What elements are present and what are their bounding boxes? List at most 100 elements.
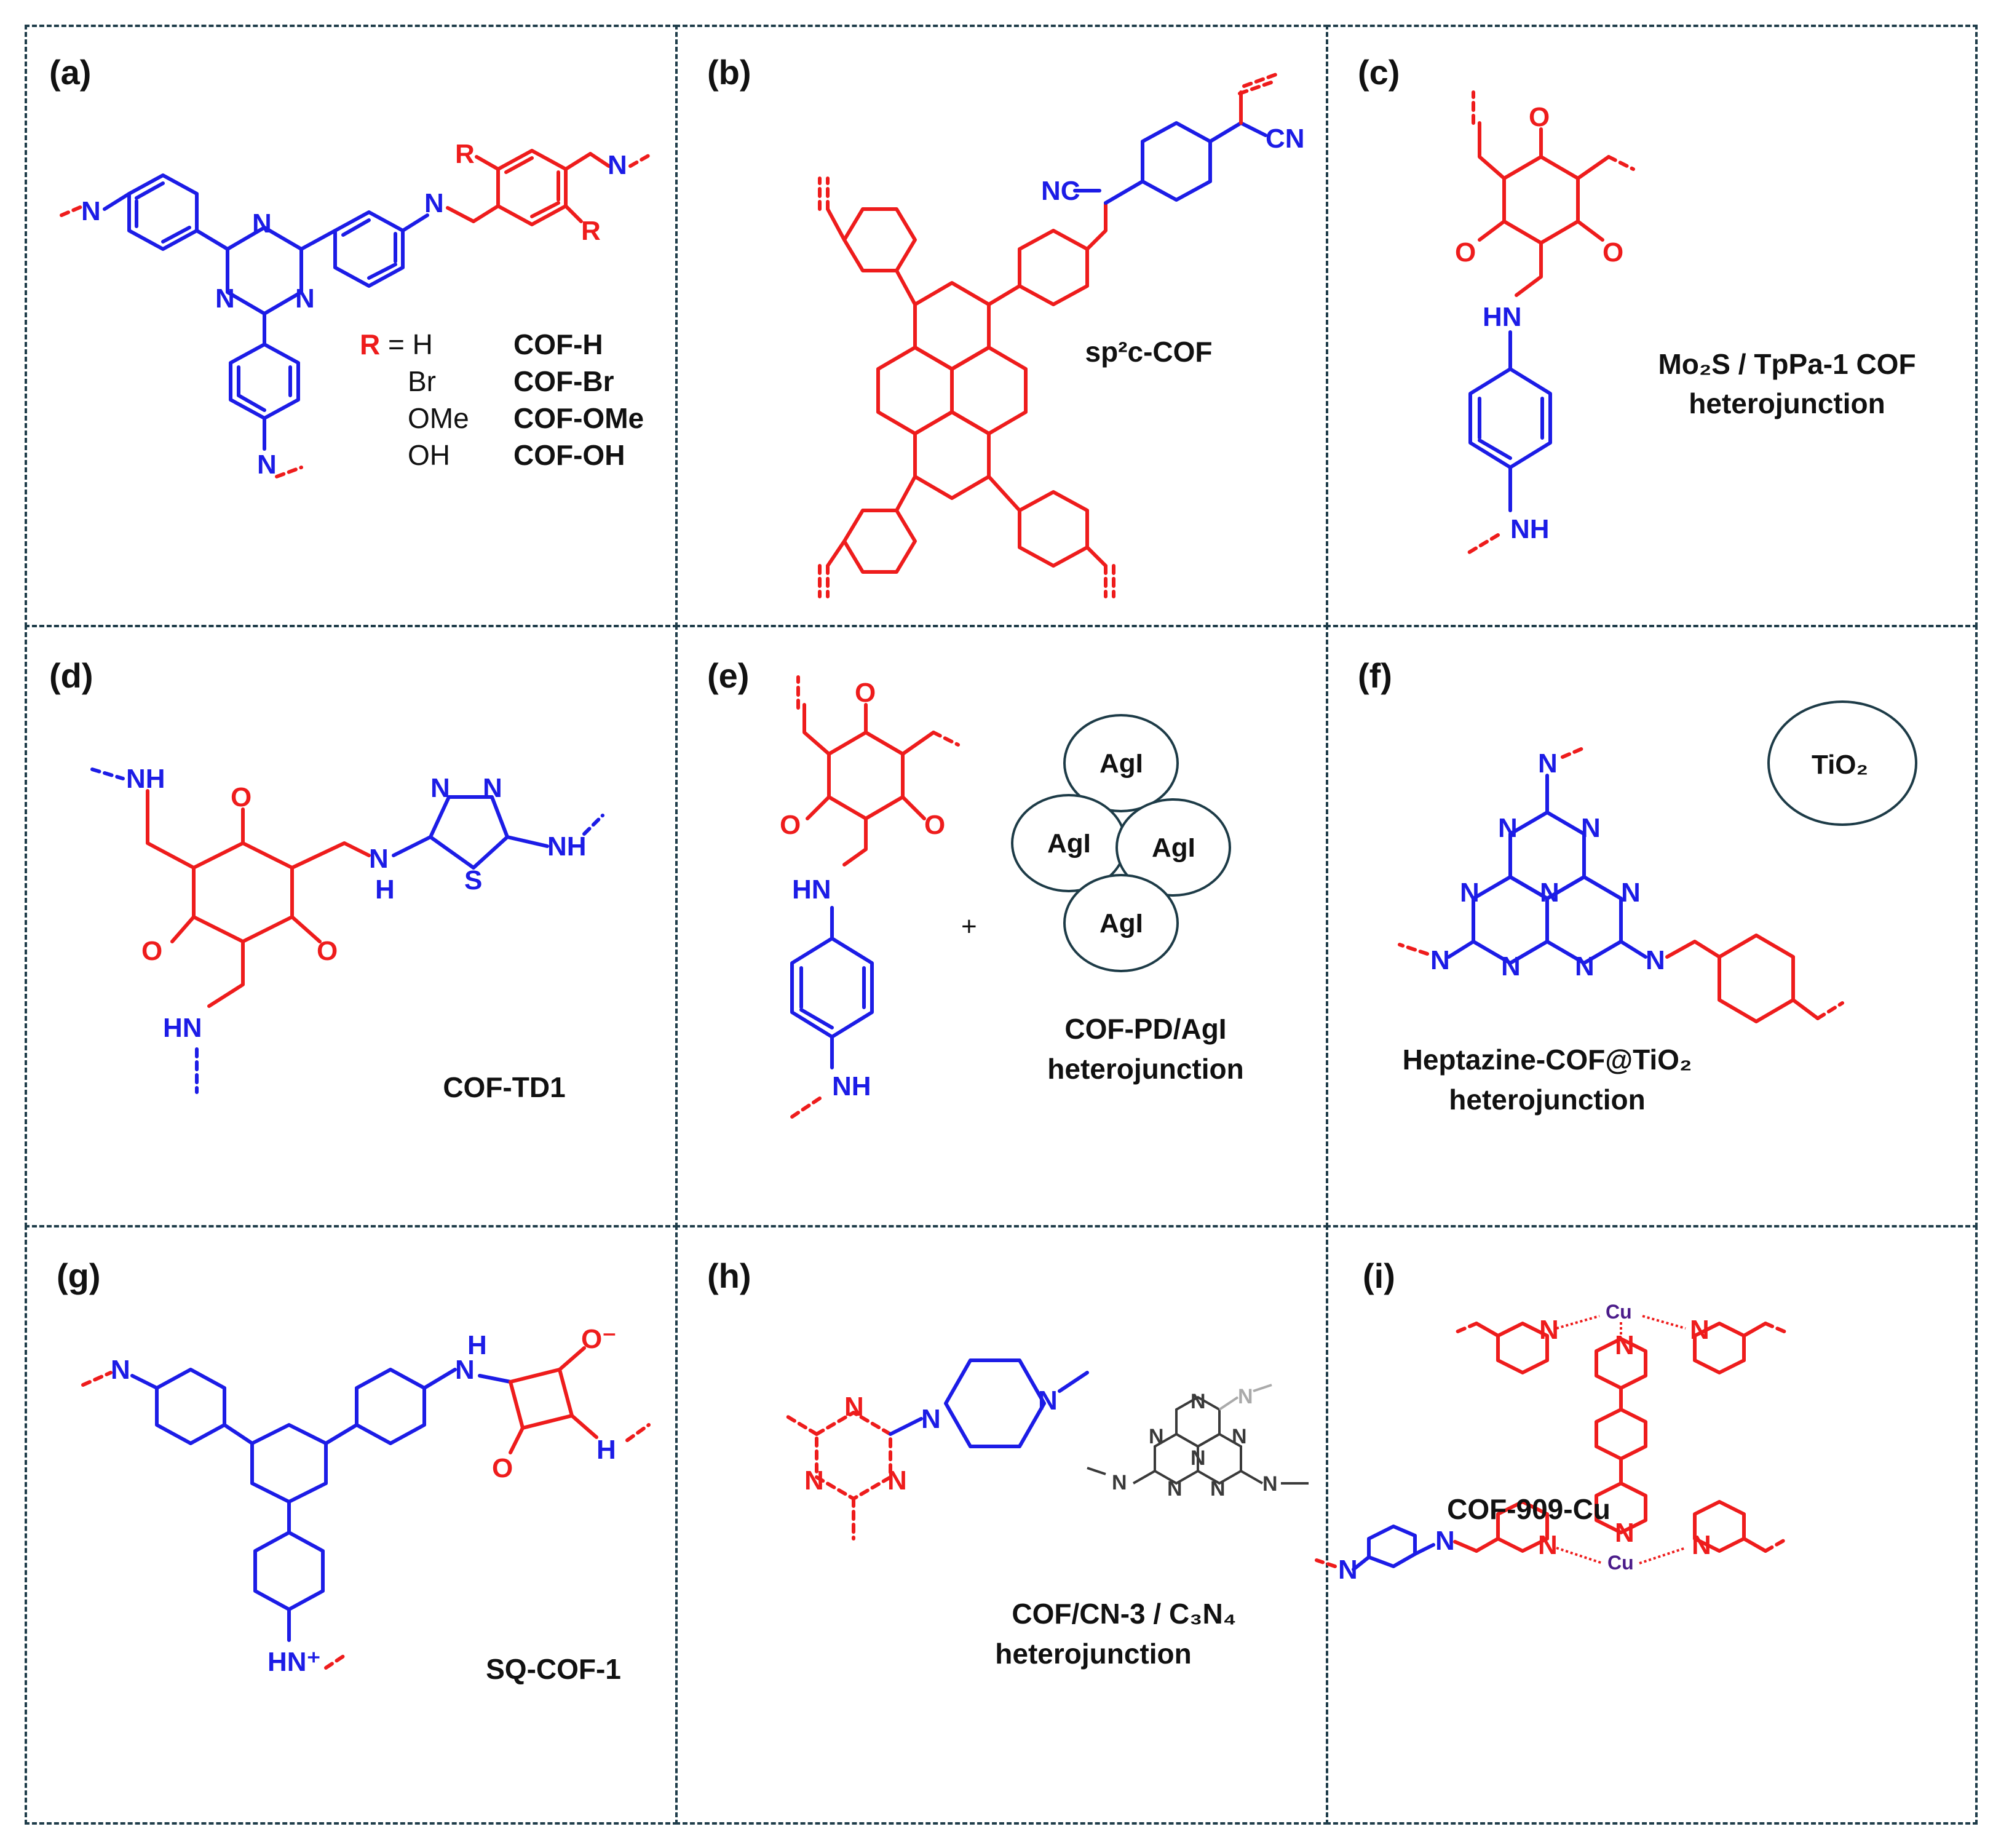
atom-hn-plus: HN⁺ — [267, 1647, 321, 1677]
panel-label-i: (i) — [1363, 1256, 1395, 1295]
r-legend: R = H Br OMe OH — [360, 326, 469, 474]
atom-o: O — [855, 678, 876, 708]
atom-n: N — [1191, 1446, 1206, 1470]
atom-n: N — [1262, 1472, 1278, 1496]
atom-n: N — [844, 1392, 864, 1422]
atom-hn: HN — [163, 1013, 202, 1043]
panel-f: (f) N N N N N N N N N N TiO₂ Heptazine-C… — [1326, 625, 1978, 1227]
panel-label-c: (c) — [1358, 53, 1400, 92]
atom-n: N — [1615, 1330, 1634, 1360]
agi-particle — [1063, 874, 1179, 972]
caption-f-line1: Heptazine-COF@TiO₂ — [1402, 1044, 1692, 1076]
panel-c: (c) O O O HN NH Mo₂S / TpPa-1 COF hetero… — [1326, 25, 1978, 627]
caption-d: COF-TD1 — [443, 1071, 566, 1103]
atom-o: O — [141, 936, 162, 966]
atom-o: O — [492, 1453, 513, 1483]
cof-name: COF-OH — [513, 439, 625, 471]
atom-h-nplus: H — [596, 1435, 616, 1465]
atom-n: N — [1112, 1471, 1127, 1494]
atom-n: N — [455, 1355, 475, 1385]
panel-label-b: (b) — [707, 53, 751, 92]
atom-n: N — [1038, 1386, 1058, 1416]
caption-e-line1: COF-PD/AgI — [1064, 1013, 1227, 1045]
panel-i: (i) N N N Cu N N N Cu N N — [1315, 1225, 1978, 1825]
caption-h-line2: heterojunction — [995, 1638, 1192, 1670]
atom-n: N — [430, 773, 450, 803]
structure-a: N N N N N R R N N — [60, 139, 654, 480]
atom-n: N — [1191, 1390, 1206, 1413]
atom-n: N — [295, 284, 315, 314]
r-eq: = H — [388, 328, 433, 360]
atom-o: O — [231, 782, 252, 812]
panel-label-a: (a) — [49, 53, 92, 92]
caption-c-line1: Mo₂S / TpPa-1 COF — [1658, 348, 1916, 380]
atom-n: N — [369, 844, 389, 874]
agi-particle — [1115, 798, 1231, 897]
atom-n: N — [1539, 1315, 1559, 1345]
atom-o: O — [1529, 102, 1550, 132]
atom-hn: HN — [792, 874, 831, 905]
atom-r: R — [455, 139, 475, 169]
atom-n: N — [1646, 945, 1665, 975]
panel-e: (e) O O O HN NH + AgI AgI AgI AgI COF-PD… — [675, 625, 1328, 1227]
atom-o: O — [317, 936, 338, 966]
caption-f-line2: heterojunction — [1449, 1084, 1646, 1116]
atom-n: N — [111, 1355, 130, 1385]
atom-n: N — [1692, 1530, 1711, 1560]
panel-label-g: (g) — [57, 1256, 101, 1295]
atom-n: N — [1581, 813, 1601, 843]
panel-d: (d) NH O O O N H N N S NH HN COF-TD1 — [25, 625, 678, 1227]
cof-name: COF-H — [513, 328, 603, 360]
panel-label-h: (h) — [707, 1256, 751, 1295]
atom-o: O — [924, 810, 945, 840]
atom-nh: NH — [1510, 514, 1550, 544]
structure-e: O O O HN NH + AgI AgI AgI AgI — [780, 675, 1231, 1119]
structure-h: N N N N N N N N N N N N N N — [784, 1358, 1309, 1541]
atom-n: N — [1538, 748, 1558, 779]
atom-n: N — [1430, 945, 1450, 975]
atom-n: N — [1538, 1530, 1558, 1560]
atom-n: N — [1690, 1315, 1710, 1345]
atom-n: N — [215, 284, 235, 314]
structure-g: N N H O⁻ O H HN⁺ — [81, 1324, 651, 1677]
panel-g: (g) N N H O⁻ O H HN⁺ SQ-COF-1 — [25, 1225, 678, 1825]
caption-g: SQ-COF-1 — [486, 1653, 621, 1685]
atom-n: N — [1149, 1425, 1164, 1448]
agi-label: AgI — [1100, 748, 1143, 779]
atom-n: N — [1167, 1477, 1183, 1501]
atom-n: N — [804, 1465, 824, 1496]
structure-i: N N N Cu N N N Cu N N — [1315, 1301, 1789, 1585]
panel-border-i — [1326, 1225, 1978, 1825]
tio2-label: TiO₂ — [1812, 750, 1868, 780]
atom-cu: Cu — [1606, 1301, 1632, 1323]
atom-n: N — [1575, 951, 1595, 982]
agi-label: AgI — [1047, 828, 1091, 859]
panel-b: (b) NC CN sp²c-COF — [675, 25, 1328, 627]
atom-n: N — [1540, 878, 1559, 908]
caption-b: sp²c-COF — [1085, 336, 1213, 368]
atom-h: H — [467, 1330, 487, 1360]
cof-name-list: COF-H COF-Br COF-OMe COF-OH — [513, 326, 644, 474]
panel-h: (h) N N N N N N N N N N N N N N COF/CN-3… — [675, 1225, 1328, 1825]
atom-h: H — [375, 874, 395, 905]
atom-n: N — [1460, 878, 1480, 908]
agi-particle — [1063, 714, 1179, 812]
atom-s: S — [464, 865, 482, 895]
cof-name: COF-OMe — [513, 402, 644, 434]
atom-n: N — [1621, 878, 1641, 908]
atom-cu: Cu — [1607, 1552, 1634, 1574]
atom-o: O — [780, 810, 801, 840]
panel-label-f: (f) — [1358, 656, 1392, 695]
atom-n: N — [81, 196, 101, 226]
substituent: OH — [408, 439, 450, 471]
structure-d: NH O O O N H N N S NH HN — [90, 764, 604, 1094]
atom-n: N — [257, 450, 277, 480]
atom-n: N — [1615, 1518, 1634, 1548]
atom-cn: CN — [1266, 124, 1305, 154]
r-label: R — [360, 328, 381, 360]
atom-n: N — [921, 1404, 941, 1434]
cof-name: COF-Br — [513, 365, 614, 397]
atom-n: N — [887, 1465, 907, 1496]
panel-label-d: (d) — [49, 656, 93, 695]
atom-o: O — [1455, 237, 1476, 268]
